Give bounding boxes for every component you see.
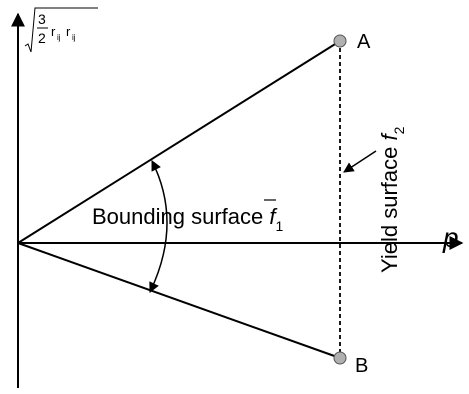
point-b-label: B [355,355,368,377]
yield-surface-label: Yield surface f2 [377,126,407,273]
bounding-surface-label: Bounding surface f1 [92,204,283,234]
yield-surface-subscript: 2 [391,126,407,134]
y-label-sub1: ij [57,33,61,42]
bounding-surface-upper-line [17,40,341,244]
bounding-surface-subscript: 1 [275,218,283,234]
y-label-r1: r [51,24,56,39]
sqrt-radical [24,7,98,53]
point-a-marker [333,34,347,48]
x-axis-label: p [442,222,459,253]
fraction-denominator: 2 [38,30,46,46]
yield-surface-symbol: f [377,132,402,141]
yield-surface-text: Yield surface [377,141,402,273]
point-a-label: A [357,31,371,53]
bounding-surface-symbol: f [269,204,278,229]
point-b-marker [333,351,347,365]
fraction-numerator: 3 [38,11,46,27]
y-label-r2: r [66,24,71,39]
bounding-surface-double-arrow [149,160,168,293]
bounding-surface-lower-line [17,242,341,359]
y-label-sub2: ij [72,33,76,42]
yield-surface-pointer-arrow [343,150,377,173]
bounding-surface-text: Bounding surface [92,204,269,229]
y-axis-label: 3 2 r ij r ij [24,7,98,53]
